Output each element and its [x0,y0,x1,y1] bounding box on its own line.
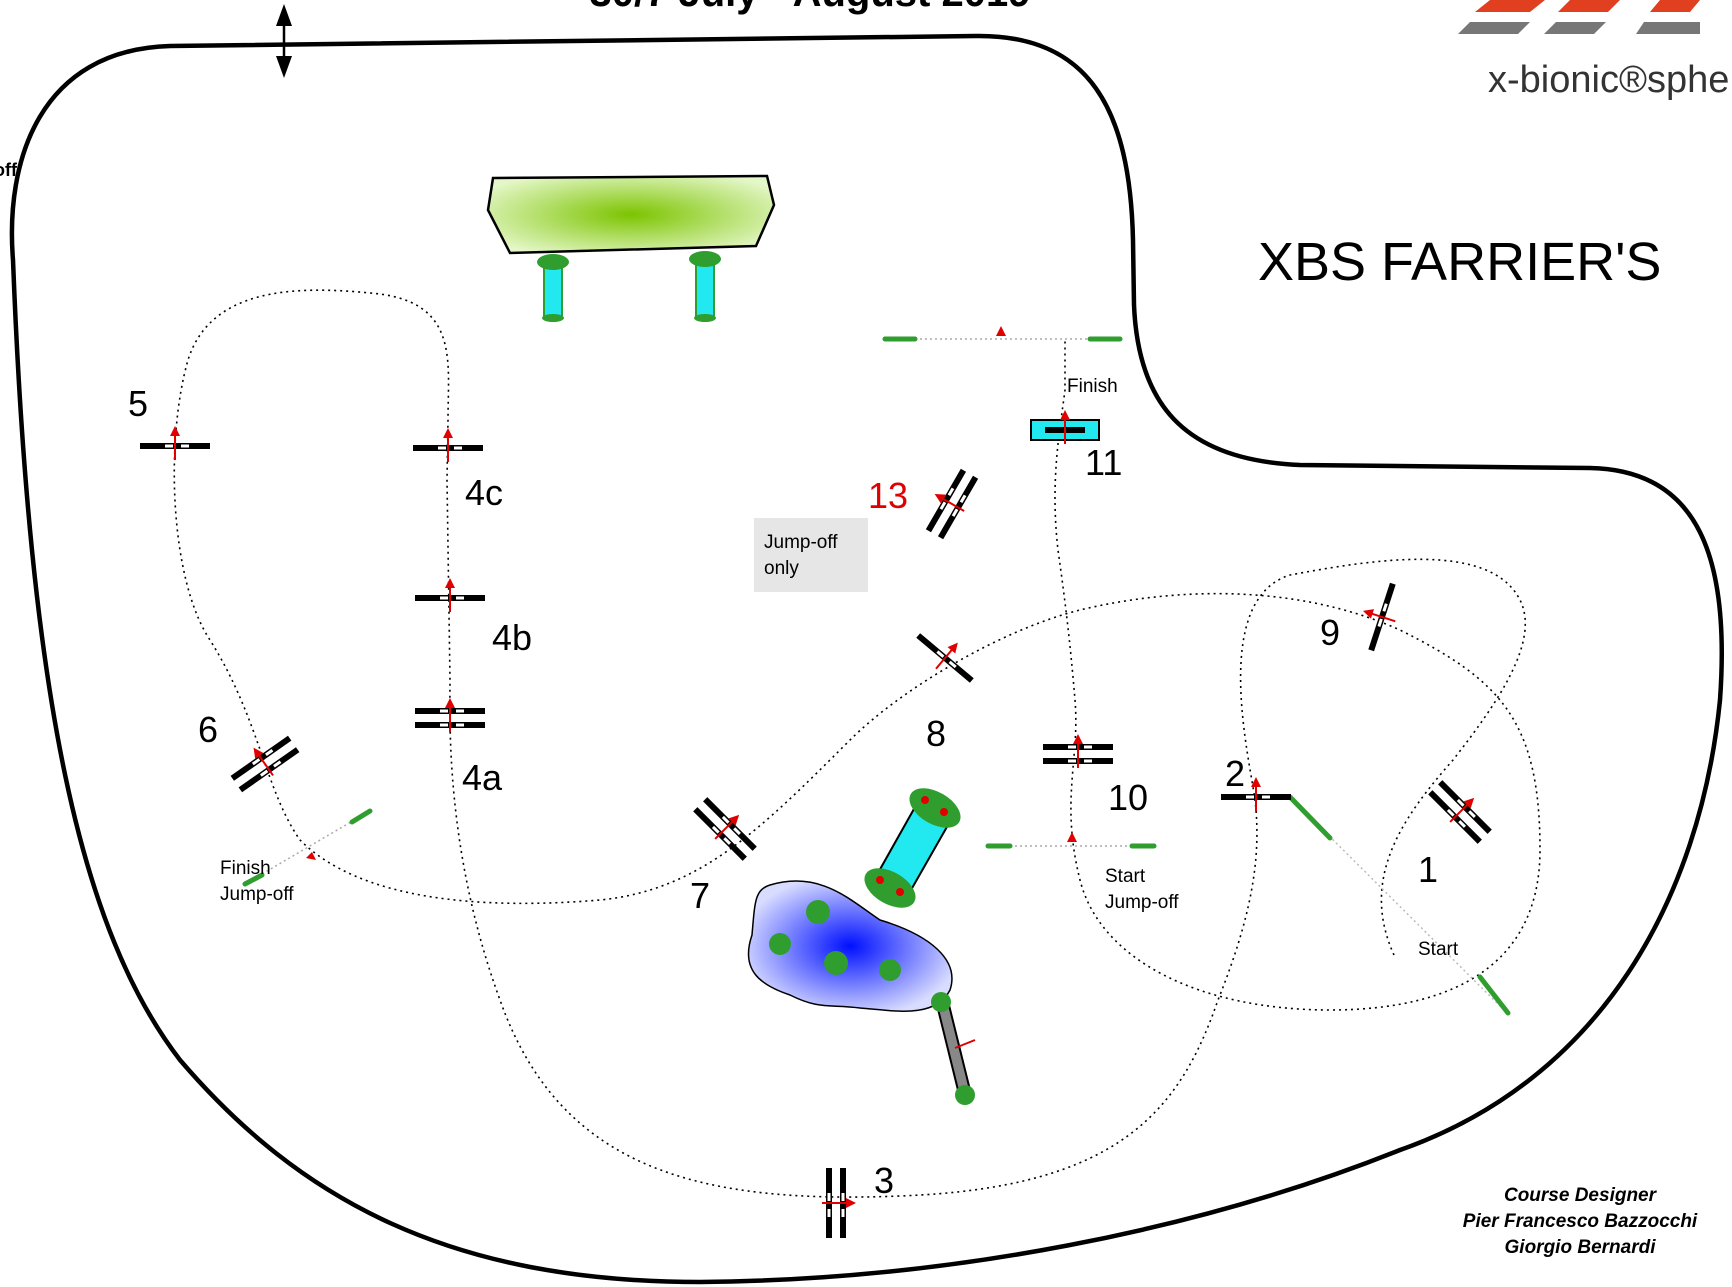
finish-jumpoff-label-1: Finish [220,858,271,879]
logo-text: x-bionic®sphe [1488,59,1729,101]
header-date: 30/7 July - August 2019 [590,0,1031,15]
finish-line [882,326,1123,342]
credits-title: Course Designer [1504,1185,1658,1206]
jumpoff-note-box [754,518,868,592]
decor-banner [486,174,776,322]
start-label: Start [1418,939,1459,960]
obstacle-label-7: 7 [690,875,710,916]
obstacle-label-9: 9 [1320,612,1340,653]
obstacle-label-4a: 4a [462,757,503,798]
obstacle-label-4b: 4b [492,617,532,658]
obstacle-label-10: 10 [1108,777,1148,818]
event-title: XBS FARRIER'S [1258,232,1661,292]
start-jumpoff-line [985,832,1157,849]
start-jumpoff-label-2: Jump-off [1105,892,1179,913]
finish-jumpoff-label-2: Jump-off [220,884,294,905]
obstacle-label-1: 1 [1418,849,1438,890]
fence-4c [413,428,483,462]
finish-label: Finish [1067,376,1118,397]
fence-1 [1428,780,1492,844]
fences [140,410,1492,1238]
obstacle-label-6: 6 [198,709,218,750]
obstacle-label-8: 8 [926,713,946,754]
fence-8 [916,633,974,683]
obstacle-label-11: 11 [1085,442,1122,483]
fence-7 [693,797,757,861]
side-cut-text: off [0,160,18,180]
jumpoff-only-label-2: only [764,558,799,579]
fence-13 [925,468,979,540]
fence-5 [140,426,210,460]
decor-rail [931,992,976,1105]
course-track [173,289,1541,1198]
water-pond [747,880,953,1012]
fence-11 [1030,410,1100,444]
arena-outline [9,33,1725,1285]
obstacle-label-2: 2 [1225,753,1245,794]
fence-3 [822,1168,856,1238]
sponsor-logo: x-bionic®sphe [1458,0,1729,101]
fence-10 [1043,734,1113,768]
decor-pillar [864,788,961,908]
start-line [1287,794,1511,1016]
obstacle-label-5: 5 [128,383,148,424]
credits-designer-1: Pier Francesco Bazzocchi [1463,1211,1698,1232]
fence-2 [1221,777,1291,811]
obstacle-label-4c: 4c [465,472,503,513]
fence-9 [1362,582,1396,652]
obstacle-labels: 1 2 3 4a 4b 4c 5 6 7 8 9 10 11 13 [128,383,1438,1201]
obstacle-label-3: 3 [874,1160,894,1201]
entrance-arrow-icon [276,4,292,78]
start-jumpoff-label-1: Start [1105,866,1146,887]
credits-designer-2: Giorgio Bernardi [1505,1237,1657,1258]
finish-jumpoff-line [242,808,373,887]
fence-4b [415,578,485,612]
jumpoff-only-label-1: Jump-off [764,532,838,553]
fence-6 [230,735,300,793]
fence-4a [415,698,485,732]
obstacle-label-13: 13 [868,475,908,516]
